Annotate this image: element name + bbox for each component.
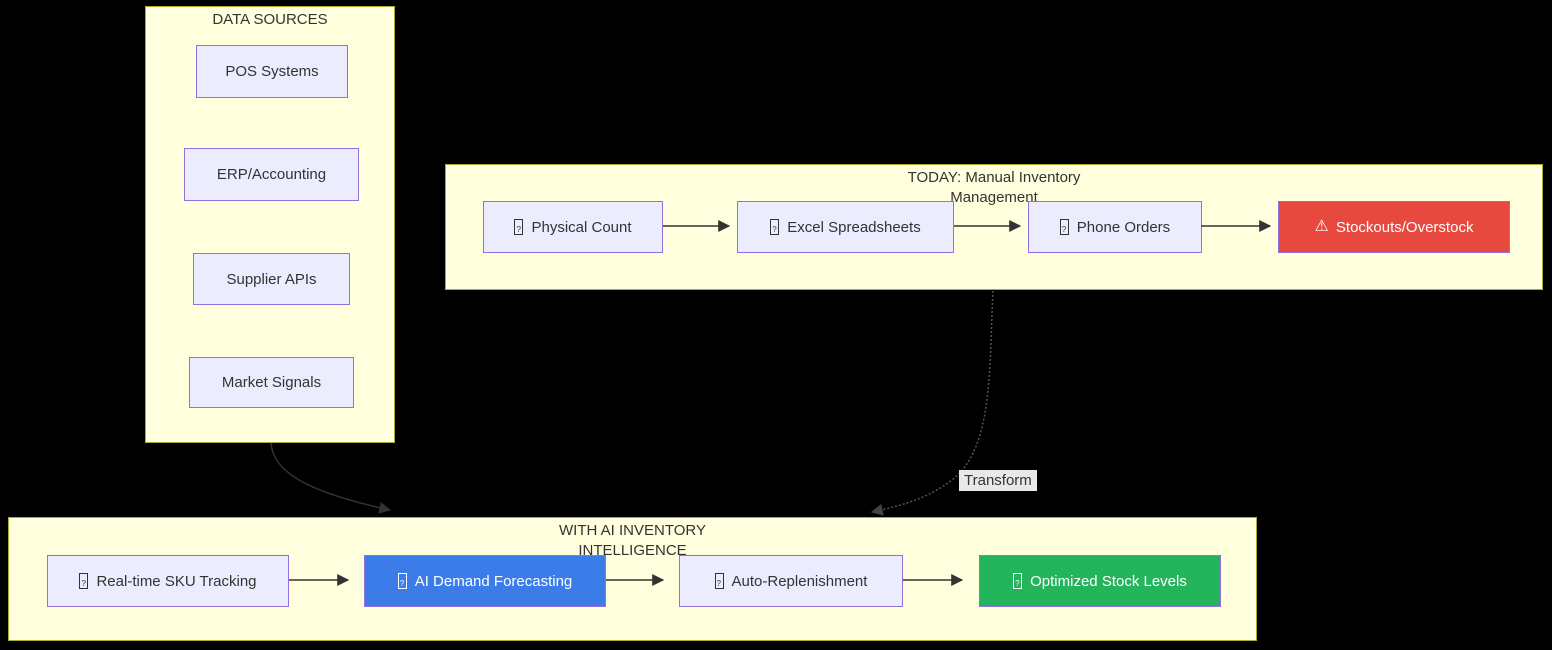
subgraph-title-line: INTELLIGENCE: [578, 542, 687, 559]
missing-emoji-icon: [514, 219, 524, 235]
node-market-signals: Market Signals: [189, 357, 354, 408]
node-label: Stockouts/Overstock: [1335, 218, 1474, 236]
node-realtime-sku-tracking: Real-time SKU Tracking: [47, 555, 289, 607]
subgraph-ai-inventory-intelligence: WITH AI INVENTORY INTELLIGENCE Real-time…: [8, 517, 1257, 641]
missing-emoji-icon: [79, 573, 89, 589]
node-auto-replenishment: Auto-Replenishment: [679, 555, 903, 607]
node-label: Auto-Replenishment: [731, 572, 868, 590]
subgraph-title-today: TODAY: Manual Inventory Management: [446, 168, 1542, 208]
node-label: Optimized Stock Levels: [1030, 572, 1187, 590]
node-phone-orders: Phone Orders: [1028, 201, 1202, 253]
missing-emoji-icon: [1059, 219, 1069, 235]
subgraph-title-line: DATA SOURCES: [212, 11, 328, 28]
missing-emoji-icon: [714, 573, 724, 589]
subgraph-title-line: Management: [950, 189, 1038, 206]
node-ai-demand-forecasting: AI Demand Forecasting: [364, 555, 606, 607]
node-label: AI Demand Forecasting: [414, 572, 573, 590]
missing-emoji-icon: [770, 219, 780, 235]
node-label: ERP/Accounting: [216, 166, 327, 183]
subgraph-today-manual-inventory: TODAY: Manual Inventory Management Physi…: [445, 164, 1543, 290]
node-optimized-stock-levels: Optimized Stock Levels: [979, 555, 1221, 607]
node-label: Supplier APIs: [226, 270, 317, 288]
edge-label-transform: Transform: [959, 470, 1037, 491]
node-excel-spreadsheets: Excel Spreadsheets: [737, 201, 954, 253]
missing-emoji-icon: [1013, 573, 1023, 589]
subgraph-title-line: TODAY: Manual Inventory: [907, 169, 1081, 186]
subgraph-title-data-sources: DATA SOURCES: [146, 10, 394, 30]
node-physical-count: Physical Count: [483, 201, 663, 253]
node-label: POS Systems: [225, 63, 319, 80]
node-stockouts-overstock: ⚠ Stockouts/Overstock: [1278, 201, 1510, 253]
node-label: Real-time SKU Tracking: [96, 572, 257, 590]
node-erp-accounting: ERP/Accounting: [184, 148, 359, 201]
edge-sources-to-ai: [270, 442, 392, 514]
subgraph-data-sources: DATA SOURCES POS Systems ERP/Accounting …: [145, 6, 395, 443]
warning-icon: ⚠: [1314, 218, 1329, 235]
missing-emoji-icon: [397, 573, 407, 589]
node-label: Market Signals: [221, 374, 322, 391]
node-supplier-apis: Supplier APIs: [193, 253, 350, 305]
subgraph-title-ai: WITH AI INVENTORY INTELLIGENCE: [9, 521, 1256, 561]
node-label: Excel Spreadsheets: [787, 218, 921, 236]
node-label: Physical Count: [531, 218, 632, 236]
node-pos-systems: POS Systems: [196, 45, 348, 98]
subgraph-title-line: WITH AI INVENTORY: [559, 522, 706, 539]
node-label: Phone Orders: [1076, 218, 1171, 236]
